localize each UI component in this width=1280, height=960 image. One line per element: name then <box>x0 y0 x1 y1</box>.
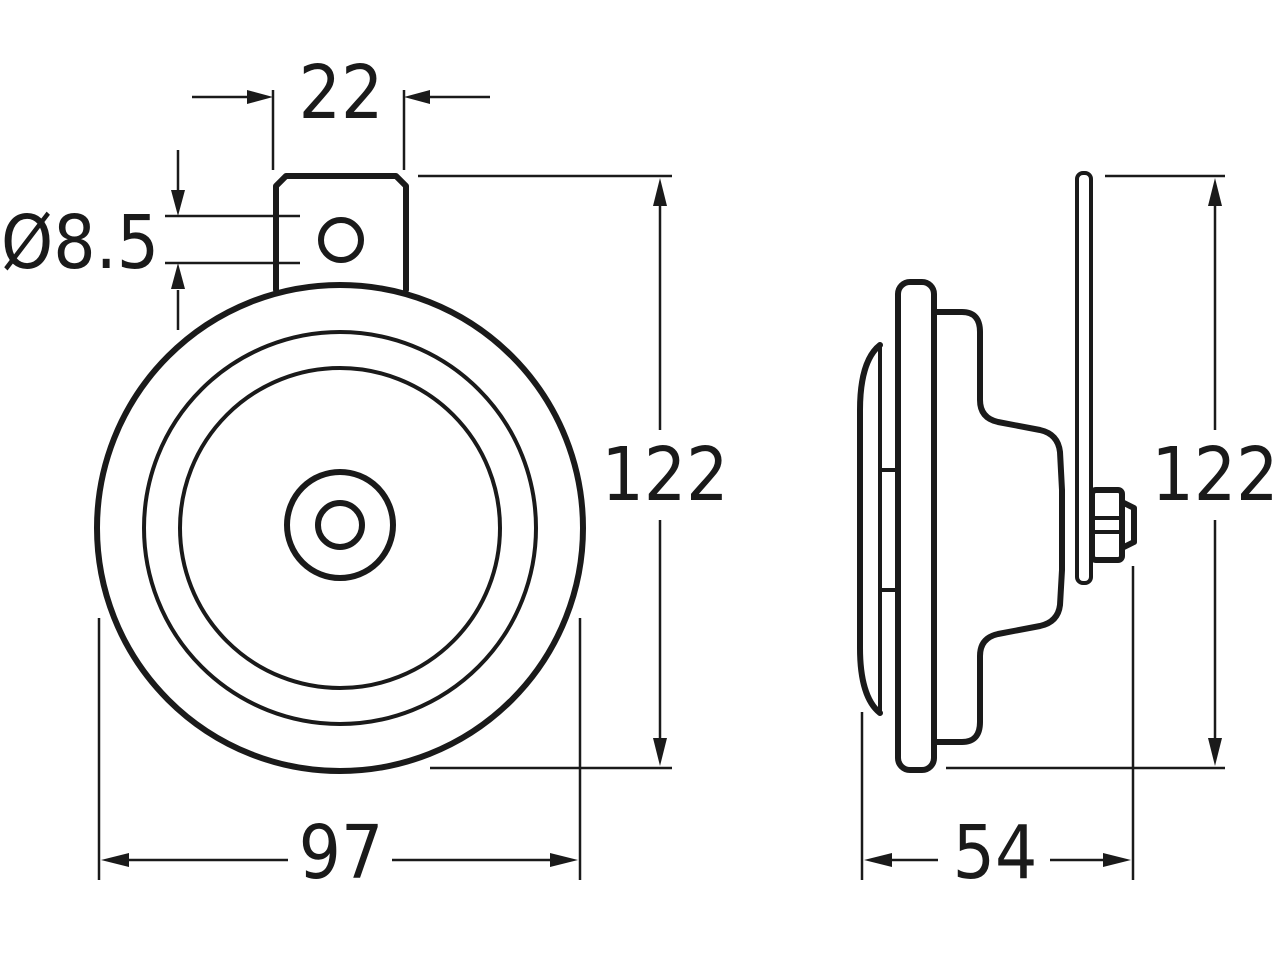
front-height-label: 122 <box>601 432 728 518</box>
side-view: 122 54 <box>857 171 1279 896</box>
hole-diameter-label: Ø8.5 <box>1 200 159 286</box>
side-height-label: 122 <box>1151 432 1278 518</box>
mounting-hole <box>318 217 364 263</box>
dim-front-width: 97 <box>97 618 582 896</box>
side-mounting-bracket <box>1075 171 1093 585</box>
mounting-tab <box>273 173 409 293</box>
dim-tab-width: 22 <box>192 50 490 170</box>
horn-outer-rim <box>94 282 586 774</box>
dim-side-depth: 54 <box>860 566 1135 896</box>
dim-side-height: 122 <box>946 174 1279 770</box>
side-depth-label: 54 <box>953 810 1038 896</box>
front-width-label: 97 <box>299 810 384 896</box>
horn-center-screw <box>315 500 365 550</box>
dim-front-height: 122 <box>418 174 729 770</box>
horn-diaphragm <box>178 366 502 690</box>
horn-ring <box>142 330 538 726</box>
dim-hole-diameter: Ø8.5 <box>1 150 300 330</box>
side-front-dome <box>857 342 883 716</box>
tab-width-label: 22 <box>299 50 384 136</box>
side-terminal-nut <box>1089 487 1125 563</box>
side-flange <box>895 279 937 773</box>
horn-center-boss <box>284 469 396 581</box>
side-back-housing <box>931 309 1065 745</box>
front-view: 22 Ø8.5 122 <box>1 50 729 896</box>
